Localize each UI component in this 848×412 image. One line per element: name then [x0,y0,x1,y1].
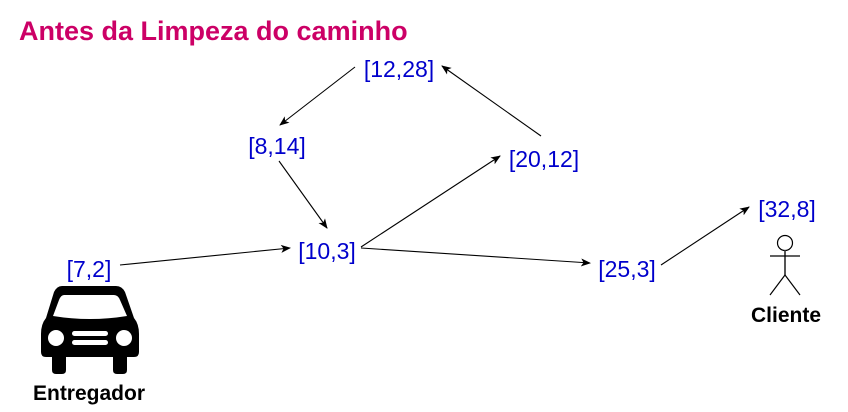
person-icon [769,234,801,296]
edge-arrow [660,206,750,266]
node-10-3: [10,3] [298,238,356,264]
node-20-12: [20,12] [509,146,579,172]
edge-arrow [441,65,542,137]
edge-arrow [279,66,356,126]
node-25-3: [25,3] [598,256,656,282]
edge-arrow [278,160,328,229]
car-icon [41,286,139,374]
node-7-2: [7,2] [67,256,112,282]
edge-arrow [360,155,501,248]
edge-arrow [360,247,591,267]
node-32-8: [32,8] [758,196,816,222]
driver-label: Entregador [33,382,145,405]
edge-arrow [119,244,291,266]
node-8-14: [8,14] [248,133,306,159]
node-12-28: [12,28] [364,56,434,82]
diagram-title: Antes da Limpeza do caminho [19,16,408,46]
client-label: Cliente [751,304,821,327]
edges [119,65,750,267]
